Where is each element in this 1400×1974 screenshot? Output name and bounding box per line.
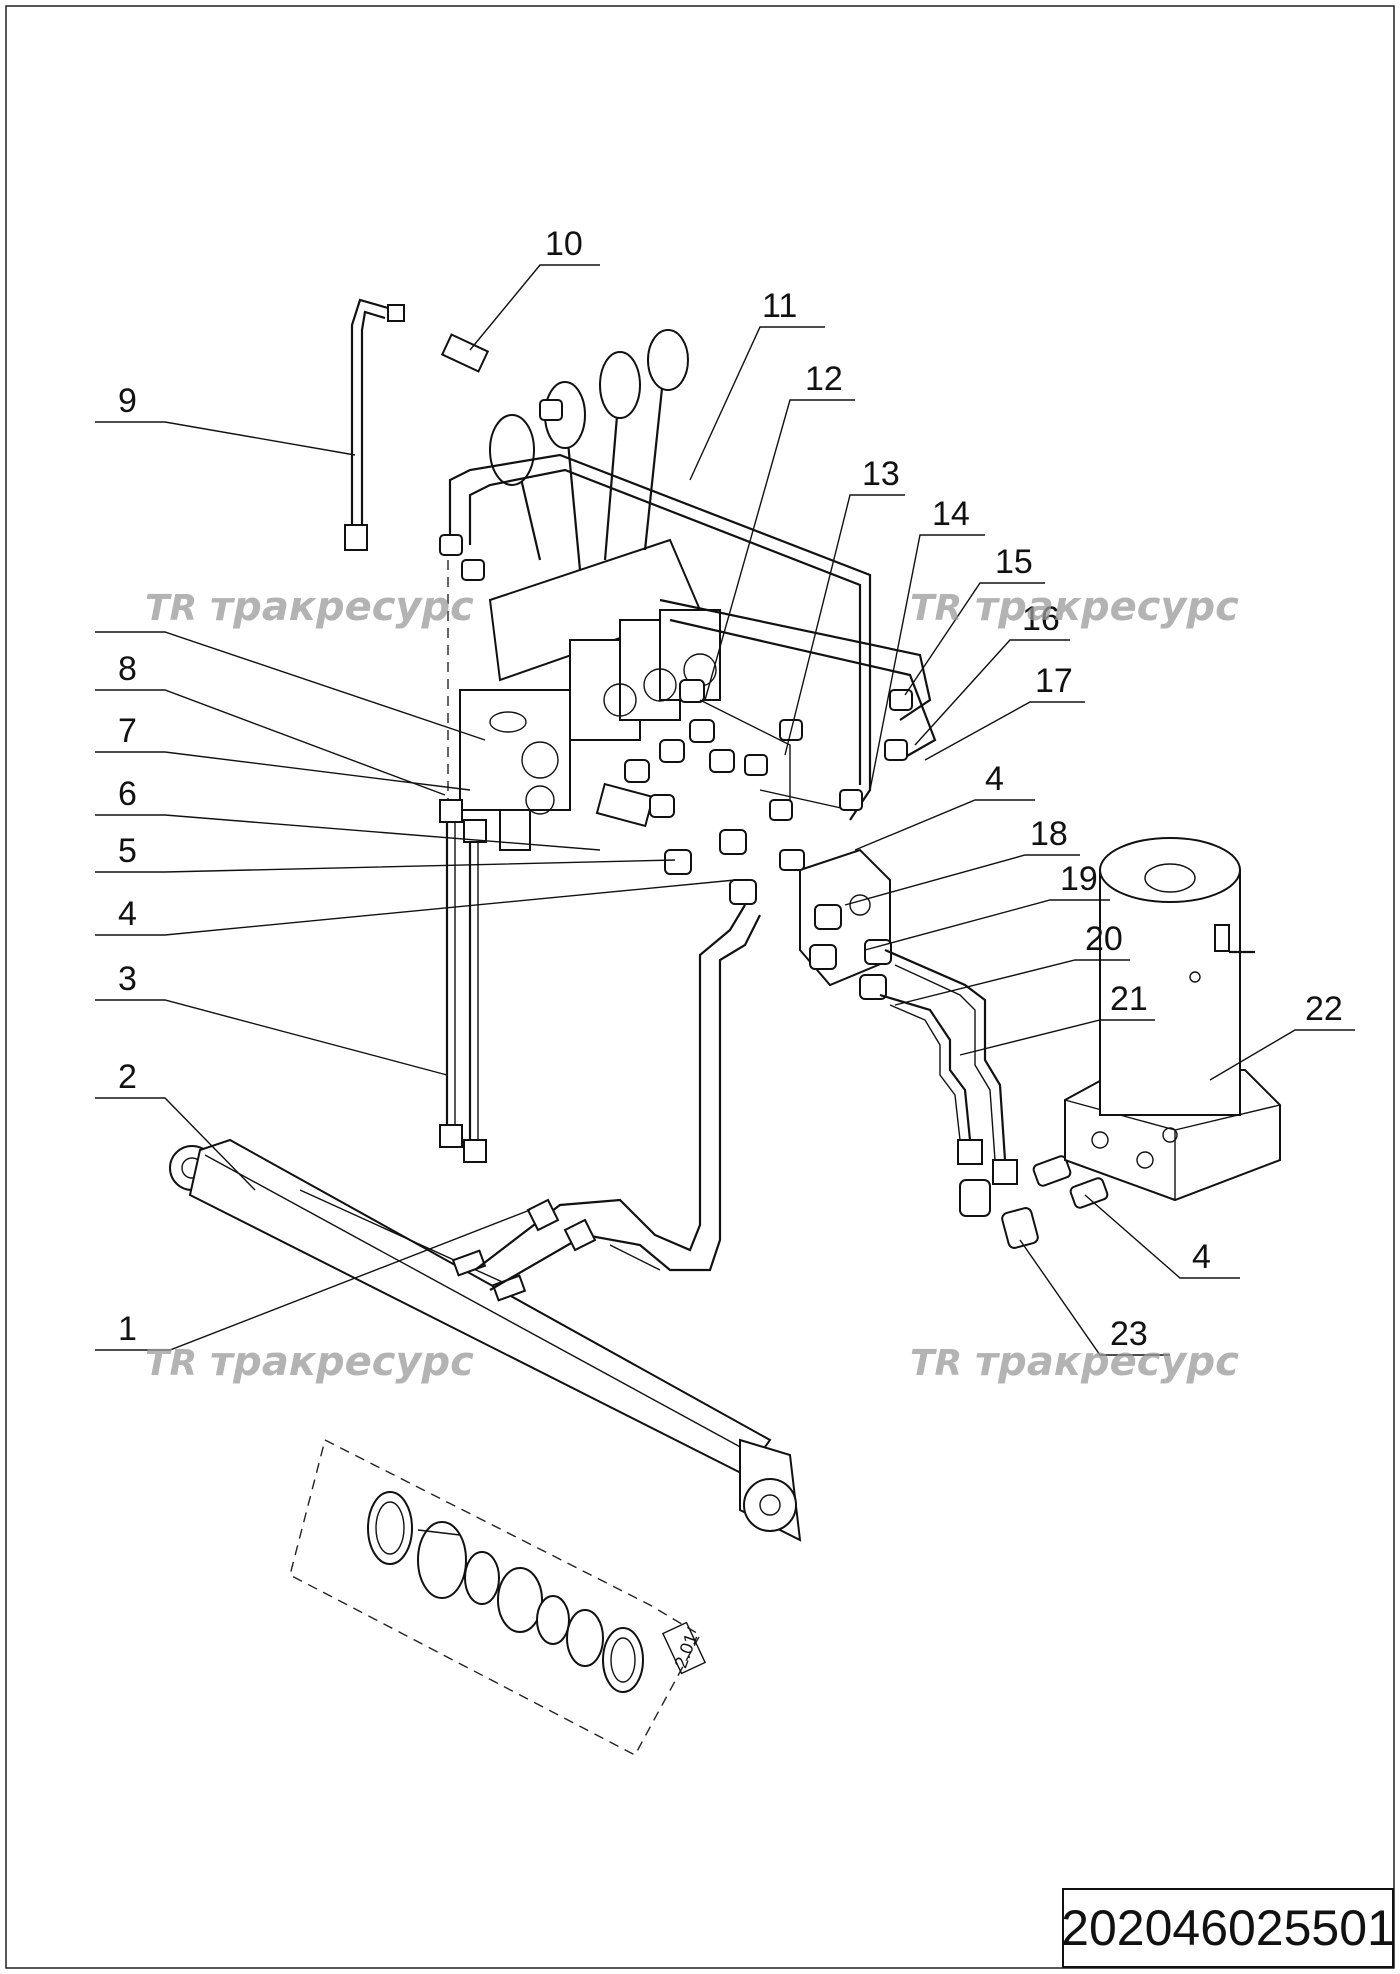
callout-13: 13 (862, 455, 900, 493)
elbows-23 (959, 1155, 1109, 1249)
callout-11: 11 (762, 287, 797, 325)
page-frame (5, 5, 1395, 1969)
hydraulic-cylinder (169, 1138, 802, 1542)
callout-10: 10 (545, 225, 583, 263)
callout-5: 5 (118, 832, 137, 870)
callout-18: 18 (1030, 815, 1068, 853)
callout-19: 19 (1060, 860, 1098, 898)
pipes-20-21 (879, 948, 1018, 1185)
power-unit (1064, 837, 1281, 1202)
adapter-10 (440, 333, 490, 373)
callout-17: 17 (1035, 662, 1073, 700)
svg-text:TR: TR (910, 588, 962, 629)
svg-text:TR: TR (910, 1343, 962, 1384)
callout-14: 14 (932, 495, 970, 533)
svg-text:тракресурс: тракресурс (210, 584, 474, 630)
watermarks: TR тракресурс TR тракресурс TR тракресур… (145, 584, 1239, 1385)
callout-9: 9 (118, 382, 137, 420)
svg-text:TR: TR (145, 588, 197, 629)
callout-12: 12 (805, 360, 843, 398)
callout-4b: 4 (985, 760, 1004, 798)
callout-7: 7 (118, 712, 137, 750)
svg-text:тракресурс: тракресурс (975, 584, 1239, 630)
seal-kit-inset: 2.01 (289, 1438, 707, 1756)
callout-8: 8 (118, 650, 137, 688)
svg-text:тракресурс: тракресурс (210, 1339, 474, 1385)
callout-15: 15 (995, 543, 1033, 581)
callout-6: 6 (118, 775, 137, 813)
drawing-code: 202046025501 (1061, 1900, 1395, 1956)
cylinder-pipes (474, 904, 761, 1291)
drawing-code-box: 202046025501 (1061, 1888, 1395, 1968)
svg-text:тракресурс: тракресурс (975, 1339, 1239, 1385)
callout-4c: 4 (1192, 1238, 1211, 1276)
callout-1: 1 (118, 1310, 137, 1348)
callout-numbers: 1 2 3 4 5 6 7 8 9 10 11 12 13 14 15 16 1… (118, 225, 1343, 1353)
hose-assembly-9 (344, 298, 405, 551)
leader-lines (95, 264, 1355, 1356)
svg-text:TR: TR (145, 1343, 197, 1384)
watermark-top-left: TR тракресурс (145, 584, 474, 630)
callout-4: 4 (118, 895, 137, 933)
hoses-3 (439, 560, 487, 1163)
callout-20: 20 (1085, 920, 1123, 958)
watermark-bottom-right: TR тракресурс (910, 1339, 1239, 1385)
callout-22: 22 (1305, 990, 1343, 1028)
callout-3: 3 (118, 960, 137, 998)
watermark-bottom-left: TR тракресурс (145, 1339, 474, 1385)
inset-label: 2.01 (670, 1631, 701, 1671)
distributor-block (779, 848, 892, 1000)
callout-16: 16 (1022, 600, 1060, 638)
callout-2: 2 (118, 1058, 137, 1096)
callout-21: 21 (1110, 980, 1148, 1018)
watermark-top-right: TR тракресурс (910, 584, 1239, 630)
upper-pipe-frame (439, 399, 937, 821)
control-valve-block (459, 329, 757, 905)
callout-23: 23 (1110, 1315, 1148, 1353)
